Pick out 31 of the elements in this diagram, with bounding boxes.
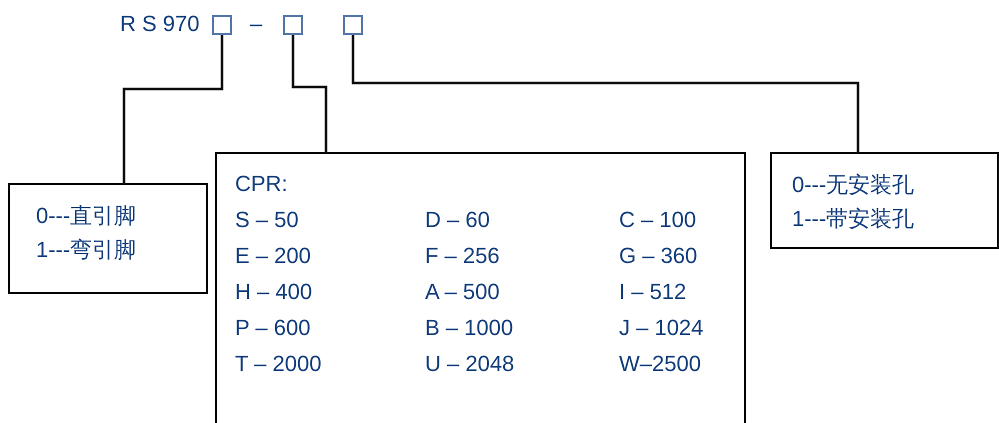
cpr-code: J – 1024: [619, 315, 704, 341]
separator-dash: –: [250, 11, 262, 37]
code-slot-box: [212, 15, 232, 35]
cpr-code: P – 600: [235, 315, 310, 341]
cpr-code: T – 2000: [235, 351, 322, 377]
option-text: 0---无安装孔: [792, 172, 914, 198]
connector-line: [352, 35, 860, 152]
option-text: 0---直引脚: [36, 203, 136, 229]
option-box: [8, 183, 208, 294]
cpr-code: W–2500: [619, 351, 701, 377]
cpr-code: F – 256: [425, 243, 500, 269]
cpr-code: A – 500: [425, 279, 500, 305]
cpr-code: S – 50: [235, 207, 299, 233]
cpr-code: E – 200: [235, 243, 311, 269]
cpr-table-box: [215, 152, 746, 423]
cpr-code: H – 400: [235, 279, 312, 305]
cpr-code: B – 1000: [425, 315, 514, 341]
option-box: [770, 152, 999, 249]
cpr-code: U – 2048: [425, 351, 514, 377]
table-heading: CPR:: [235, 171, 288, 197]
connector-line: [292, 35, 328, 152]
connector-line: [122, 35, 224, 183]
model-number: R S 970: [120, 11, 200, 37]
option-text: 1---弯引脚: [36, 237, 136, 263]
cpr-code: D – 60: [425, 207, 490, 233]
cpr-code: I – 512: [619, 279, 686, 305]
code-slot-box: [283, 15, 303, 35]
cpr-code: G – 360: [619, 243, 698, 269]
cpr-code: C – 100: [619, 207, 696, 233]
code-slot-box: [343, 15, 363, 35]
option-text: 1---带安装孔: [792, 206, 914, 232]
